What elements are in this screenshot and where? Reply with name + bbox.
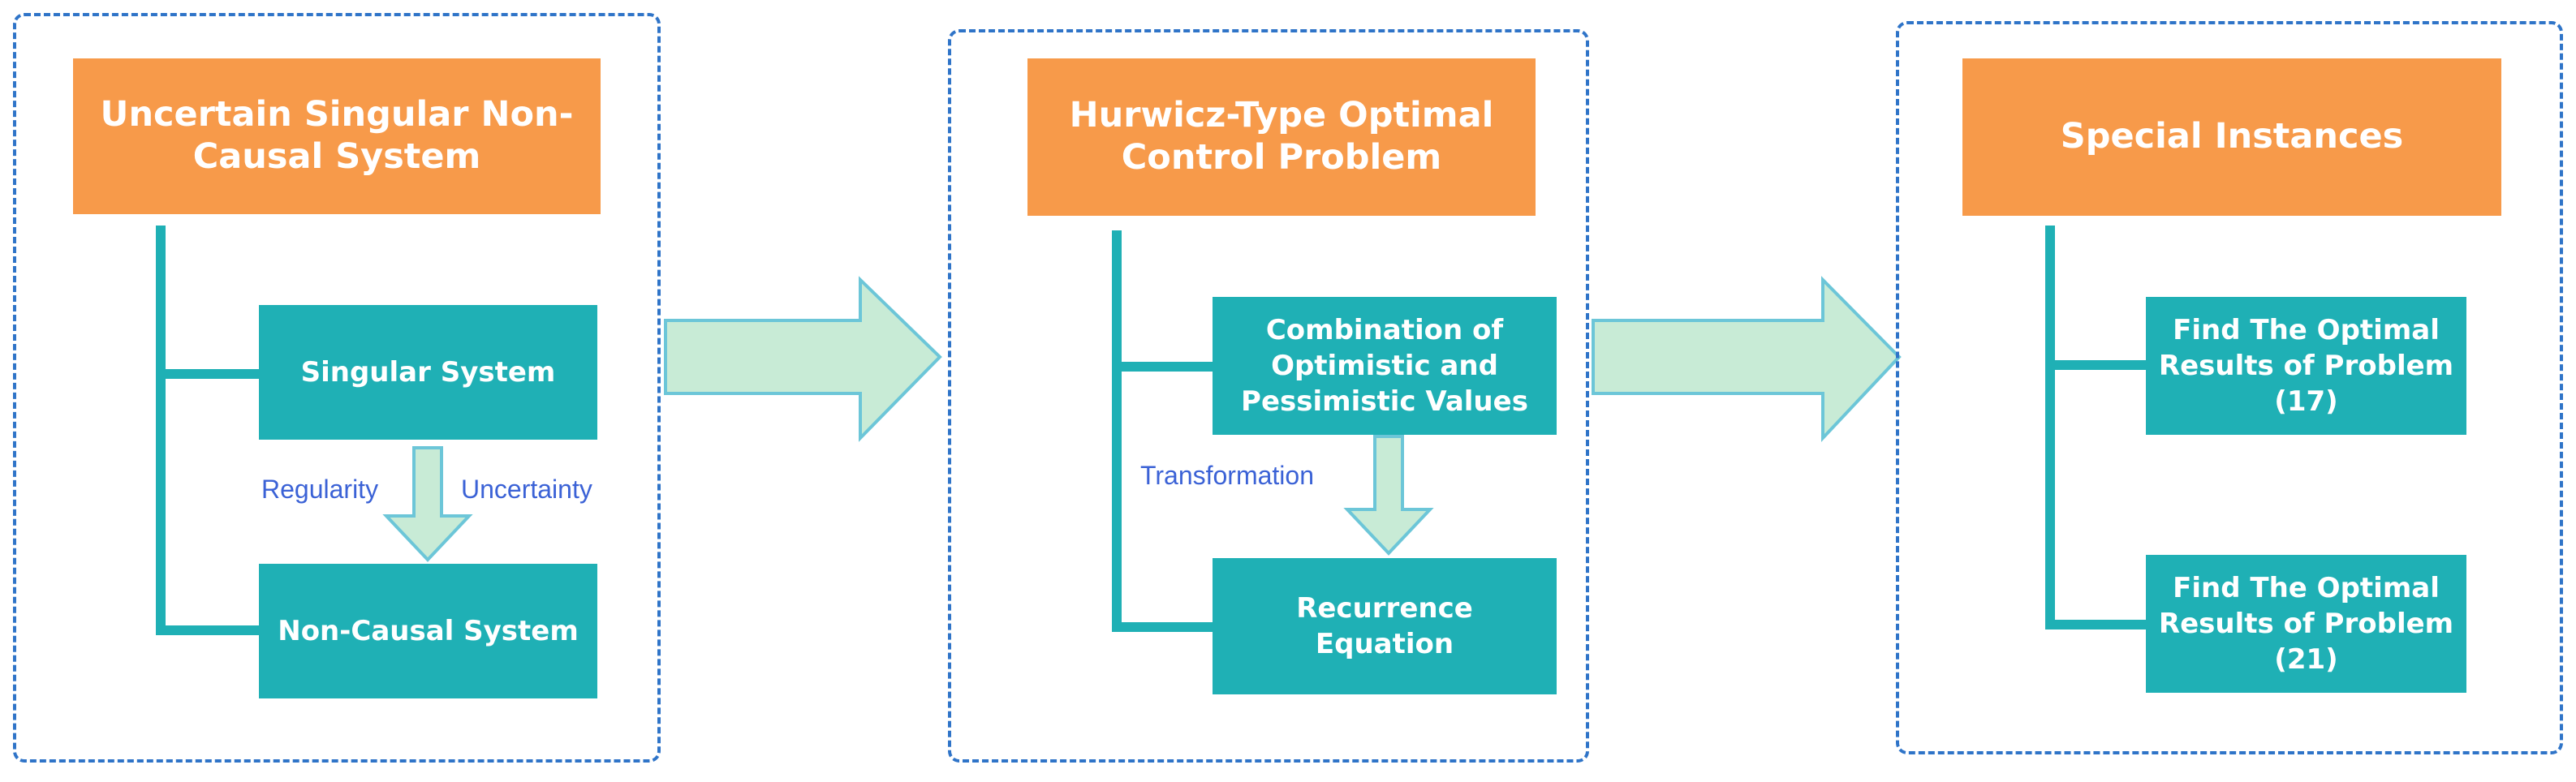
panel-3-title: Special Instances: [1962, 58, 2501, 216]
panel-1-bracket-vertical: [156, 226, 166, 635]
uncertainty-label: Uncertainty: [461, 475, 592, 504]
down-arrow-panel-1: [382, 446, 473, 562]
problem-21-box: Find The Optimal Results of Problem (21): [2146, 555, 2466, 693]
panel-2-bracket-top: [1112, 362, 1213, 372]
panel-3-bracket-vertical: [2045, 226, 2055, 629]
panel-3-bracket-top: [2045, 360, 2146, 370]
optimistic-pessimistic-box: Combination of Optimistic and Pessimisti…: [1213, 297, 1557, 435]
panel-3-bracket-bottom: [2045, 620, 2146, 629]
panel-1-bracket-top: [156, 369, 259, 379]
panel-2-bracket-bottom: [1112, 622, 1213, 632]
flow-arrow-2: [1592, 276, 1902, 443]
problem-17-box: Find The Optimal Results of Problem (17): [2146, 297, 2466, 435]
down-arrow-panel-2: [1343, 435, 1434, 556]
panel-system: [13, 13, 661, 763]
transformation-label: Transformation: [1140, 461, 1314, 490]
recurrence-equation-box: Recurrence Equation: [1213, 558, 1557, 694]
panel-2-bracket-vertical: [1112, 230, 1122, 632]
panel-2-title: Hurwicz-Type Optimal Control Problem: [1027, 58, 1536, 216]
panel-1-bracket-bottom: [156, 625, 259, 635]
non-causal-system-box: Non-Causal System: [259, 564, 597, 698]
panel-special-instances: [1896, 21, 2563, 754]
flow-arrow-1: [664, 276, 942, 442]
panel-control-problem: [948, 29, 1589, 763]
panel-1-title: Uncertain Singular Non-Causal System: [73, 58, 601, 214]
singular-system-box: Singular System: [259, 305, 597, 440]
regularity-label: Regularity: [261, 475, 379, 504]
